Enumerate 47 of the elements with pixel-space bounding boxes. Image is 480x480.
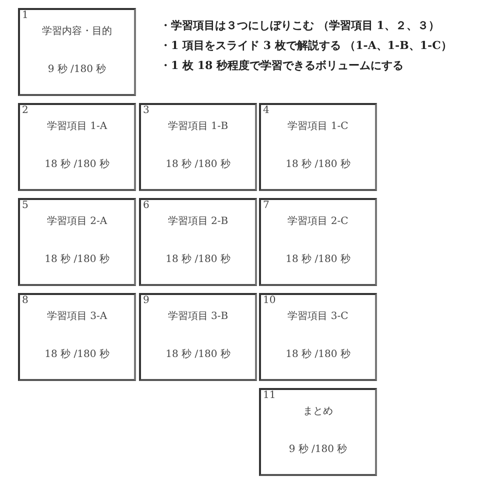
bullet-note: ・学習項目は３つにしぼりこむ （学習項目 1、２、３）: [160, 18, 440, 33]
slide-frame: [259, 198, 377, 286]
slide-frame: [259, 388, 377, 476]
slide-number: 1: [22, 10, 28, 21]
slide-number: 7: [263, 200, 270, 211]
slide-frame: [259, 293, 377, 381]
slide-number: 9: [143, 295, 150, 306]
duration-text: 18 秒 /180 秒: [44, 158, 110, 171]
duration-text: 18 秒 /180 秒: [44, 252, 110, 266]
duration-text: 18 秒 /180 秒: [164, 158, 232, 171]
slide-title: 学習項目 3-A: [46, 310, 108, 323]
slide-title: 学習項目 1-B: [166, 120, 230, 133]
slide-frame: [18, 103, 136, 191]
slide-frame: [139, 198, 257, 286]
slide-number: 8: [22, 295, 28, 306]
slide-title: 学習項目 3-C: [286, 310, 350, 323]
slide-number: 10: [263, 295, 276, 306]
duration-text: 18 秒 /180 秒: [44, 348, 110, 361]
slide-title: まとめ: [302, 405, 334, 418]
slide-title: 学習内容・目的: [41, 24, 113, 38]
slide-frame: [139, 103, 257, 191]
bullet-note: ・1 枚 18 秒程度で学習できるボリュームにする: [160, 58, 404, 73]
slide-frame: [18, 293, 136, 381]
slide-number: 11: [263, 390, 276, 401]
slide-frame: [18, 8, 136, 96]
slide-frame: [259, 103, 377, 191]
duration-text: 18 秒 /180 秒: [284, 252, 352, 266]
slide-title: 学習項目 1-C: [286, 120, 350, 133]
slide-title: 学習項目 2-C: [286, 215, 350, 228]
duration-text: 18 秒 /180 秒: [284, 348, 352, 361]
slide-number: 2: [22, 105, 28, 116]
duration-text: 18 秒 /180 秒: [164, 252, 232, 266]
duration-text: 9 秒 /180 秒: [288, 442, 348, 456]
slide-title: 学習項目 1-A: [46, 120, 108, 133]
slide-number: 6: [143, 200, 150, 211]
duration-text: 18 秒 /180 秒: [284, 158, 352, 171]
slide-title: 学習項目 2-A: [46, 215, 108, 228]
slide-frame: [139, 293, 257, 381]
slide-number: 4: [263, 105, 270, 116]
slide-frame: [18, 198, 136, 286]
slide-title: 学習項目 3-B: [166, 310, 230, 323]
slide-number: 5: [22, 200, 28, 211]
duration-text: 9 秒 /180 秒: [46, 62, 108, 76]
bullet-note: ・1 項目をスライド 3 枚で解説する （1-A、1-B、1-C）: [160, 38, 452, 53]
slide-number: 3: [143, 105, 150, 116]
slide-title: 学習項目 2-B: [166, 215, 230, 228]
duration-text: 18 秒 /180 秒: [164, 348, 232, 361]
